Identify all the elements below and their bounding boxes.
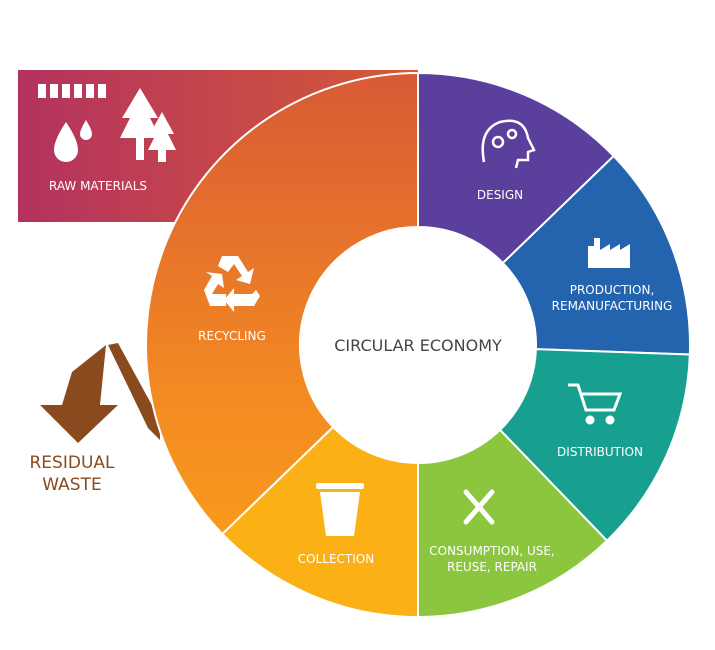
segment-recycling bbox=[145, 71, 419, 536]
production-label: PRODUCTION, REMANUFACTURING bbox=[552, 282, 673, 314]
wheat-icon bbox=[38, 84, 106, 98]
center-circle bbox=[300, 227, 536, 463]
trees-icon bbox=[120, 88, 176, 162]
consumption-label-line1: CONSUMPTION, USE, bbox=[429, 544, 555, 558]
tools-icon bbox=[463, 489, 495, 525]
raw-materials-label: RAW MATERIALS bbox=[48, 179, 148, 193]
recycling-label: RECYCLING bbox=[198, 329, 266, 343]
consumption-label: CONSUMPTION, USE, REUSE, REPAIR bbox=[429, 543, 555, 575]
design-label: DESIGN bbox=[476, 188, 524, 202]
distribution-label: DISTRIBUTION bbox=[557, 445, 643, 459]
water-drops-icon bbox=[54, 120, 92, 162]
residual-waste-arrow bbox=[40, 343, 160, 443]
collection-label: COLLECTION bbox=[297, 552, 375, 566]
head-gears-icon bbox=[481, 119, 536, 169]
consumption-label-line2: REUSE, REPAIR bbox=[446, 560, 538, 574]
factory-icon bbox=[588, 238, 630, 268]
residual-waste-line2: WASTE bbox=[42, 475, 102, 495]
shopping-cart-icon bbox=[568, 383, 623, 425]
production-label-line1: PRODUCTION, bbox=[569, 283, 655, 297]
residual-waste-line1: RESIDUAL bbox=[29, 453, 115, 473]
center-title: CIRCULAR ECONOMY bbox=[334, 336, 502, 355]
recycle-icon bbox=[204, 256, 260, 312]
recycle-bin-icon bbox=[316, 483, 364, 536]
production-label-line2: REMANUFACTURING bbox=[551, 299, 673, 313]
